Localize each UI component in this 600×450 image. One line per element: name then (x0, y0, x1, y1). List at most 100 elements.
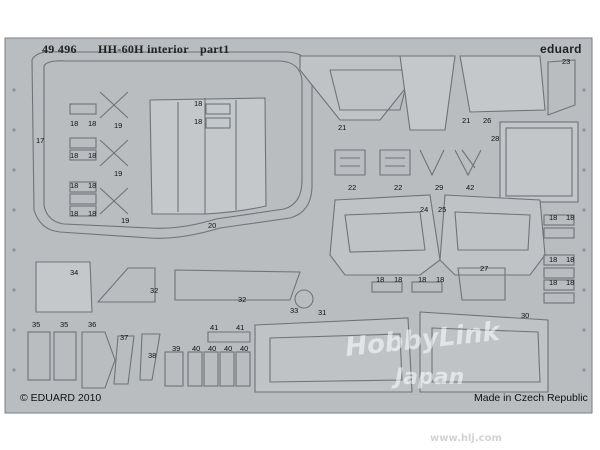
sheet-title: HH-60H interior (98, 42, 189, 56)
part-40c (219, 351, 235, 387)
part-number-18: 18 (88, 181, 96, 190)
part-40a (187, 351, 203, 387)
part-number-32: 32 (238, 295, 246, 304)
part-40d (235, 351, 251, 387)
part-number-37: 37 (120, 333, 128, 342)
part-number-19: 19 (114, 121, 122, 130)
part-number-40: 40 (240, 344, 248, 353)
floor-panel (149, 97, 267, 215)
part-number-19: 19 (114, 169, 122, 178)
part-number-22: 22 (394, 183, 402, 192)
part-42 (454, 149, 482, 177)
part-number-23: 23 (562, 57, 570, 66)
x-brace-mid (99, 139, 129, 167)
part-number-18: 18 (549, 213, 557, 222)
watermark-url: www.hlj.com (430, 433, 502, 444)
part-number-35: 35 (60, 320, 68, 329)
part-number-18: 18 (418, 275, 426, 284)
part-number-18: 18 (549, 255, 557, 264)
bracket-18a (69, 103, 97, 115)
part-39 (164, 351, 184, 387)
part-number-18: 18 (70, 181, 78, 190)
bulkhead-21b (399, 55, 456, 131)
part-number-25: 25 (438, 205, 446, 214)
part-number-40: 40 (192, 344, 200, 353)
part-number-30: 30 (521, 311, 529, 320)
part-number-40: 40 (208, 344, 216, 353)
part-number-21: 21 (338, 123, 346, 132)
part-33 (294, 289, 314, 309)
part-40b (203, 351, 219, 387)
part-36 (81, 331, 116, 389)
part-number-18: 18 (566, 278, 574, 287)
copyright-text: © EDUARD 2010 (20, 392, 102, 404)
bracket-18d (205, 103, 231, 115)
part-number-labels: 17 18 18 18 18 18 18 18 18 19 19 19 20 21 21 22 22 23 24 25… (32, 57, 574, 360)
part-32-left (96, 267, 156, 303)
part-number-18: 18 (70, 119, 78, 128)
part-number-18: 18 (376, 275, 384, 284)
part-number-18: 18 (549, 278, 557, 287)
part-number-17: 17 (36, 136, 44, 145)
part-number-32: 32 (150, 286, 158, 295)
part-number-33: 33 (290, 306, 298, 315)
part-35b (53, 331, 77, 381)
part-number-18: 18 (194, 117, 202, 126)
brand-logo: eduard (540, 42, 582, 56)
part-number-18: 18 (88, 119, 96, 128)
part-number-38: 38 (148, 351, 156, 360)
part-number-28: 28 (491, 134, 499, 143)
x-brace-bottom (99, 187, 129, 215)
part-38 (139, 333, 161, 381)
cabin-wall-30 (419, 311, 549, 393)
part-32-right (174, 269, 301, 301)
part-number-35: 35 (32, 320, 40, 329)
part-number-22: 22 (348, 183, 356, 192)
part-number-18: 18 (566, 255, 574, 264)
part-number-34: 34 (70, 268, 78, 277)
part-number-18: 18 (70, 151, 78, 160)
part-number-20: 20 (208, 221, 216, 230)
product-code: 49 496 (42, 42, 77, 56)
bracket-18e (543, 214, 575, 226)
panel-23 (547, 59, 576, 116)
part-number-26: 26 (483, 116, 491, 125)
part-35a (27, 331, 51, 381)
part-number-18: 18 (394, 275, 402, 284)
part-number-18: 18 (88, 151, 96, 160)
part-number-18: 18 (566, 213, 574, 222)
part-number-31: 31 (318, 308, 326, 317)
part-29 (419, 149, 445, 177)
bracket-18f (371, 281, 403, 293)
part-number-42: 42 (466, 183, 474, 192)
part-27 (457, 267, 506, 301)
panel-28 (499, 121, 579, 203)
part-number-36: 36 (88, 320, 96, 329)
part-number-24: 24 (420, 205, 428, 214)
part-number-18: 18 (88, 209, 96, 218)
part-number-18: 18 (436, 275, 444, 284)
part-34 (35, 261, 93, 313)
origin-text: Made in Czech Republic (474, 392, 588, 404)
watermark-subtitle: Japan (395, 365, 465, 390)
panel-26 (459, 55, 546, 113)
part-22b (379, 149, 411, 176)
part-number-19: 19 (121, 216, 129, 225)
bracket-18b (69, 137, 97, 149)
cabin-wall-31 (254, 317, 413, 393)
part-22a (334, 149, 366, 176)
cabin-floor-outline (31, 51, 313, 239)
part-number-18: 18 (70, 209, 78, 218)
part-41 (207, 331, 251, 343)
bracket-18c (69, 181, 97, 193)
part-number-39: 39 (172, 344, 180, 353)
part-number-21: 21 (462, 116, 470, 125)
x-brace-top (99, 91, 129, 119)
part-number-27: 27 (480, 264, 488, 273)
part-number-40: 40 (224, 344, 232, 353)
sheet-part: part1 (200, 42, 230, 56)
part-number-41: 41 (210, 323, 218, 332)
part-number-29: 29 (435, 183, 443, 192)
part-number-41: 41 (236, 323, 244, 332)
